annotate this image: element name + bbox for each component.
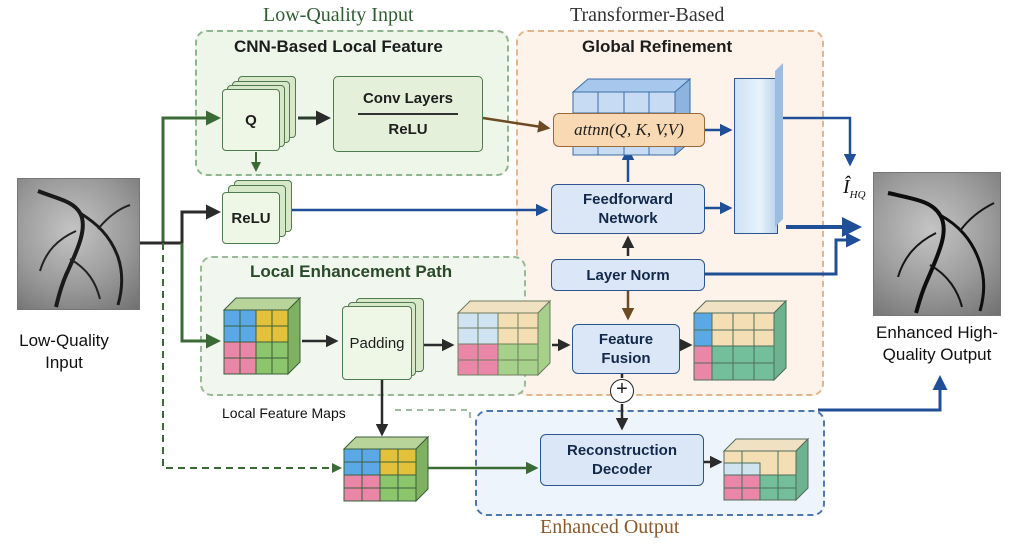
feature-fusion-block: Feature Fusion: [572, 324, 680, 374]
padding-label: Padding: [342, 306, 412, 380]
recon-line2: Decoder: [591, 461, 653, 478]
global-refinement-title: Global Refinement: [582, 37, 733, 56]
transformer-output-bar: [734, 78, 778, 234]
ihq-symbol: ÎHQ: [843, 176, 866, 201]
ihq-letter: Î: [843, 176, 850, 198]
relu-feature-stack: ReLU: [222, 180, 294, 246]
local-enhancement-title: Local Enhancement Path: [250, 262, 453, 281]
fusion-line2: Fusion: [601, 350, 651, 367]
feedforward-line1: Feedforward: [582, 191, 673, 208]
feature-cube-output: [722, 437, 810, 502]
ihq-subscript: HQ: [849, 189, 866, 201]
attention-block: attnn(Q, K, V,V): [553, 113, 705, 147]
conv-relu-label: ReLU: [388, 120, 428, 138]
feature-cube-padded: [456, 299, 552, 377]
feature-cube-fused: [692, 299, 788, 382]
padding-stack: Padding: [340, 298, 428, 382]
input-caption: Low-Quality Input: [19, 331, 109, 372]
attn-prefix: attnn(: [574, 120, 615, 139]
fusion-line1: Feature: [598, 331, 654, 348]
input-angiogram-image: [17, 178, 140, 310]
layer-norm-block: Layer Norm: [551, 259, 705, 291]
attn-args: Q, K, V,V: [614, 120, 679, 139]
low-quality-input-header: Low-Quality Input: [263, 4, 414, 26]
conv-layers-block: Conv Layers ReLU: [333, 76, 483, 152]
recon-line1: Reconstruction: [566, 442, 677, 459]
transformer-based-header: Transformer-Based: [570, 4, 725, 26]
q-label: Q: [222, 89, 280, 151]
q-feature-stack: Q: [222, 76, 300, 152]
add-operator-icon: +: [610, 379, 634, 403]
reconstruction-decoder-block: Reconstruction Decoder: [540, 434, 704, 486]
feature-cube-local-maps: [342, 435, 430, 503]
feedforward-network-block: Feedforward Network: [551, 184, 705, 234]
vessel-drawing-input: [37, 189, 131, 308]
attn-suffix: ): [678, 120, 684, 139]
conv-divider: [358, 113, 458, 115]
conv-layers-label: Conv Layers: [362, 90, 454, 108]
feature-cube-input: [222, 296, 302, 376]
enhanced-output-title: Enhanced Output: [540, 516, 680, 538]
vessel-drawing-output: [887, 191, 995, 314]
local-feature-maps-label: Local Feature Maps: [222, 405, 346, 421]
cnn-region-title: CNN-Based Local Feature: [234, 37, 443, 56]
output-caption: Enhanced High-Quality Output: [876, 323, 998, 364]
relu-label: ReLU: [222, 192, 280, 244]
output-angiogram-image: [873, 172, 1001, 316]
feedforward-line2: Network: [598, 210, 658, 227]
